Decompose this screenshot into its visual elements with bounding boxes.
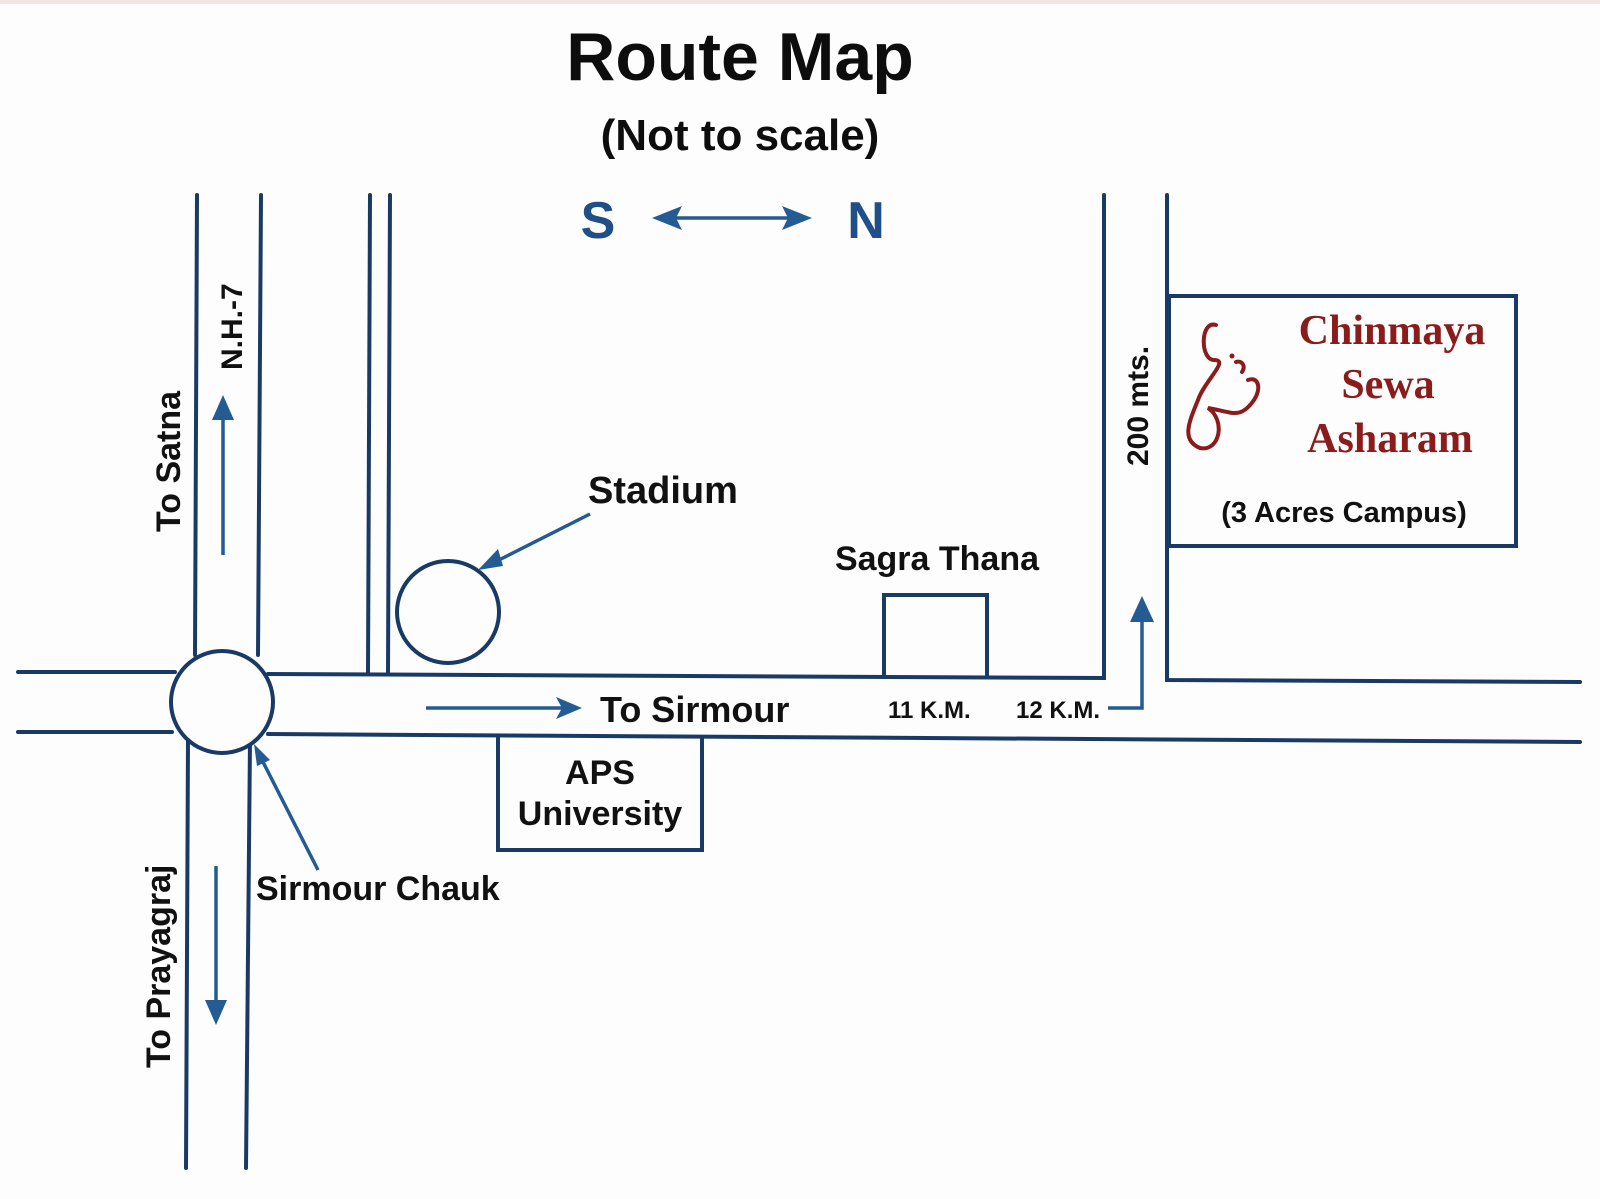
sagra-thana: Sagra Thana: [835, 540, 1040, 678]
arrow-right-icon: [556, 697, 582, 719]
sirmour-chauk-label: Sirmour Chauk: [256, 870, 500, 908]
road-edge: [256, 193, 263, 657]
to-satna-label: To Satna: [150, 390, 188, 532]
road-edge: [386, 193, 392, 674]
distance-11km: 11 K.M.: [888, 697, 971, 724]
pointer-line: [260, 759, 320, 871]
arrow-head-icon: [254, 744, 270, 766]
map-title: Route Map: [566, 19, 914, 95]
map-subtitle: (Not to scale): [601, 111, 880, 160]
arrow-down-icon: [205, 1000, 227, 1025]
destination-name-line1: Chinmaya: [1299, 308, 1486, 354]
compass-indicator: S N: [581, 192, 885, 250]
destination-name-line3: Asharam: [1307, 416, 1473, 462]
stadium-label: Stadium: [588, 470, 738, 512]
sagra-thana-label: Sagra Thana: [835, 540, 1040, 578]
om-logo-icon: [1186, 322, 1261, 451]
arrow-up-icon: [212, 395, 234, 420]
road-edge: [244, 738, 252, 1170]
arrow-line: [1108, 618, 1144, 710]
nh7-label: N.H.-7: [216, 283, 249, 370]
to-sirmour-label: To Sirmour: [600, 689, 789, 730]
road-edge: [266, 732, 1582, 744]
sirmour-chauk-pointer: [254, 744, 320, 871]
arrow-up-icon: [1130, 596, 1154, 622]
to-satna-arrow: [212, 395, 234, 555]
arrow-right-icon: [782, 206, 812, 230]
destination-name-line2: Sewa: [1341, 362, 1434, 408]
road-edge: [366, 193, 372, 674]
building-outline: [496, 734, 704, 852]
road-edge: [266, 193, 1106, 681]
chinmaya-sewa-asharam: Chinmaya Sewa Asharam (3 Acres Campus): [1167, 294, 1518, 548]
aps-university-line2: University: [518, 795, 682, 833]
stadium-pointer: [478, 512, 591, 570]
aps-university: APS University: [496, 734, 704, 852]
arrow-left-icon: [652, 206, 682, 230]
aps-university-line1: APS: [565, 754, 635, 792]
road-edge: [184, 738, 190, 1170]
destination-note: (3 Acres Campus): [1221, 497, 1467, 529]
stadium-icon: [395, 559, 501, 665]
pointer-line: [494, 512, 591, 564]
to-prayagraj-label: To Prayagraj: [140, 865, 178, 1068]
stadium-road: [366, 193, 392, 674]
turn-arrow: [1108, 596, 1154, 710]
building-outline: [882, 593, 989, 678]
compass-south-label: S: [581, 192, 616, 250]
distance-12km: 12 K.M.: [1016, 697, 1100, 724]
arrow-head-icon: [478, 549, 503, 570]
sirmour-chauk-roundabout: [169, 649, 275, 755]
top-edge-strip: [0, 0, 1600, 4]
distance-200mts: 200 mts.: [1122, 346, 1155, 466]
to-prayagraj-arrow: [205, 866, 227, 1025]
to-sirmour-arrow: [426, 697, 582, 719]
road-edge: [193, 193, 199, 657]
nh7-road: [184, 193, 263, 1170]
compass-north-label: N: [847, 192, 885, 250]
destination-box: [1167, 294, 1518, 548]
